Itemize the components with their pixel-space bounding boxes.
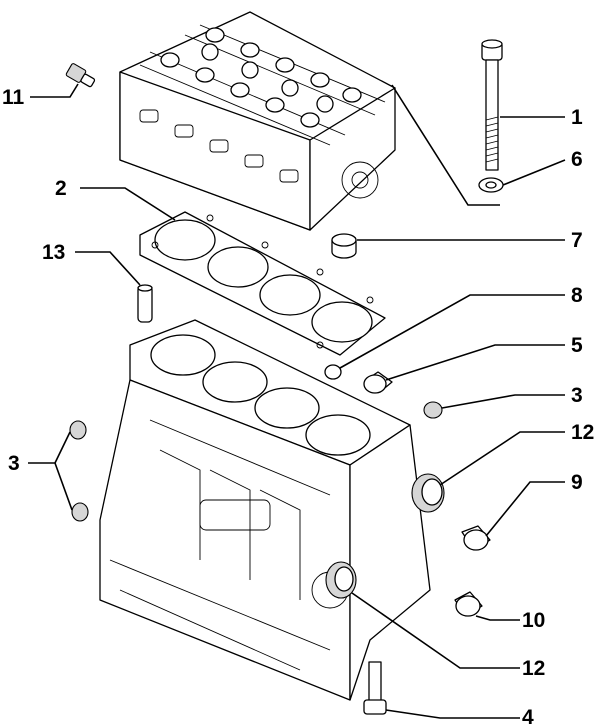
part-5-bush [363,371,393,394]
callout-8: 8 [571,284,583,307]
callout-6: 6 [571,148,583,171]
part-10-bush [454,591,483,617]
callout-11: 11 [2,86,25,109]
leader-lines [28,83,566,719]
callout-3-right: 3 [571,384,583,407]
part-8-dowel [324,364,342,380]
head-gasket [139,211,386,356]
part-6-washer [478,177,504,193]
part-3-plug-right [423,401,443,419]
part-12-core-plug-upper [411,473,445,513]
part-7-bush [331,233,357,259]
callout-7: 7 [571,229,583,252]
part-9-bush [461,525,491,551]
callout-9: 9 [571,471,583,494]
part-1-head-bolt [481,39,503,171]
callout-12-lower: 12 [522,657,545,680]
callout-labels: 1 6 11 2 7 13 8 5 3 3 12 9 10 12 4 [2,86,594,726]
part-4-screw [363,661,387,715]
camshaft-lobes [160,27,362,128]
callout-2: 2 [55,177,67,200]
callout-13: 13 [42,241,65,264]
part-13-dowel [137,284,153,323]
callout-4: 4 [522,706,534,726]
callout-5: 5 [571,334,583,357]
part-3-plug-left-upper [69,420,87,440]
callout-10: 10 [522,609,545,632]
part-3-plug-left-lower [71,502,89,522]
engine-block [99,319,431,701]
callout-3-left: 3 [8,452,20,475]
part-11-sensor [65,63,96,88]
part-12-core-plug-lower [325,561,357,599]
cylinder-head [119,11,396,231]
callout-12-upper: 12 [571,421,594,444]
callout-1: 1 [571,106,583,129]
